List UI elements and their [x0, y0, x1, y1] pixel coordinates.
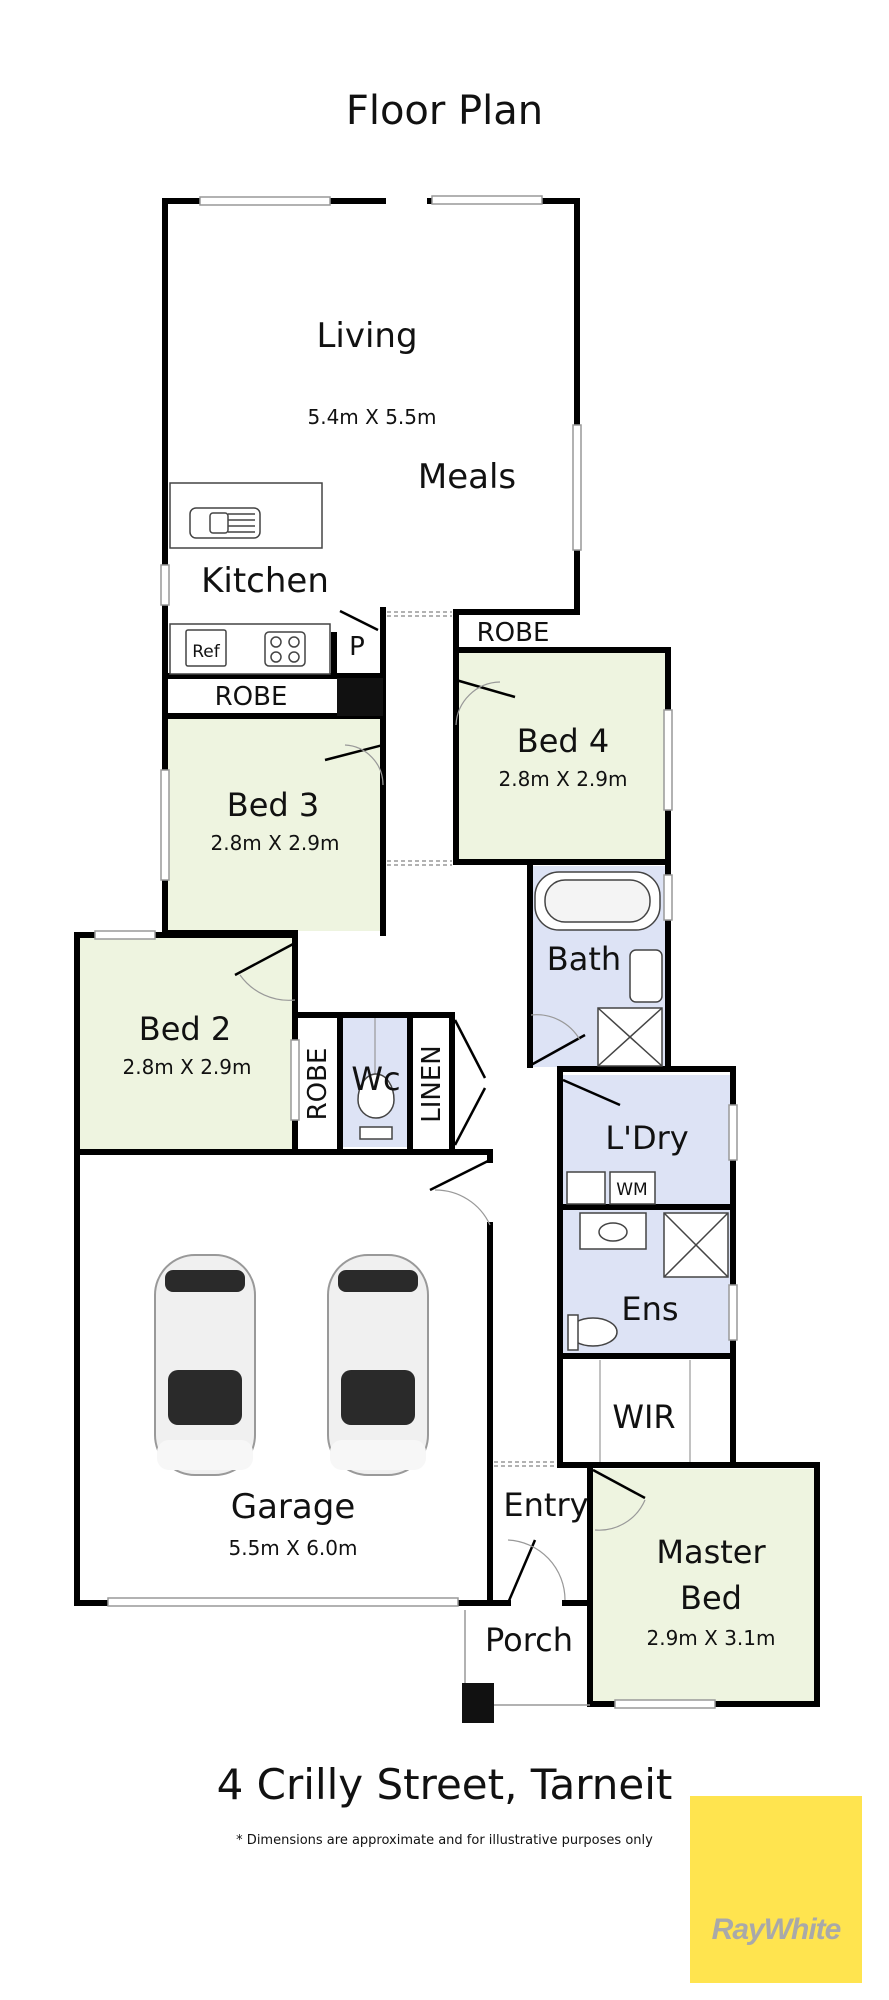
wir-label: WIR	[612, 1398, 675, 1436]
car-icon-left	[154, 1254, 256, 1476]
wm-label: WM	[616, 1180, 647, 1200]
entry-label: Entry	[503, 1486, 588, 1524]
bath-label: Bath	[547, 940, 621, 978]
laundry-sink-icon	[566, 1171, 606, 1205]
porch-post	[462, 1683, 494, 1723]
master-label-line2: Bed	[680, 1579, 742, 1617]
windows	[94, 195, 738, 1709]
bed2-dims: 2.8m X 2.9m	[123, 1055, 252, 1079]
kitchen-label: Kitchen	[201, 561, 329, 601]
porch-label: Porch	[485, 1621, 573, 1659]
bed4-fill	[456, 652, 666, 862]
disclaimer-note: * Dimensions are approximate and for ill…	[236, 1833, 653, 1848]
bed2-label: Bed 2	[139, 1010, 231, 1048]
bed3-label: Bed 3	[227, 786, 319, 824]
master-fill	[590, 1469, 816, 1702]
bed3-dims: 2.8m X 2.9m	[211, 831, 340, 855]
openings	[387, 611, 556, 1467]
ensuite-label: Ens	[621, 1290, 678, 1328]
logo-text: RayWhite	[711, 1913, 842, 1946]
laundry-label: L'Dry	[605, 1119, 688, 1157]
toilet-icon	[357, 1073, 395, 1119]
ref-label: Ref	[192, 642, 221, 662]
car-icon-right	[327, 1254, 429, 1476]
garage-label: Garage	[231, 1487, 356, 1527]
cooktop-icon	[264, 631, 306, 667]
living-label: Living	[316, 316, 417, 356]
bed4-dims: 2.8m X 2.9m	[499, 767, 628, 791]
basin-icon	[629, 949, 663, 1003]
meals-label: Meals	[418, 457, 516, 497]
robe-bed2-label: ROBE	[303, 1048, 333, 1121]
bath-fixtures	[357, 871, 729, 1351]
linen-label: LINEN	[417, 1045, 447, 1122]
garage-dims: 5.5m X 6.0m	[229, 1536, 358, 1560]
bed3-fill	[167, 718, 383, 931]
living-dims: 5.4m X 5.5m	[308, 405, 437, 429]
bed2-fill	[79, 937, 295, 1152]
property-address: 4 Crilly Street, Tarneit	[216, 1760, 673, 1809]
pantry-label: P	[349, 632, 365, 662]
bed4-label: Bed 4	[517, 722, 609, 760]
wc-label: Wc	[351, 1060, 400, 1098]
master-label-line1: Master	[656, 1533, 766, 1571]
kitchen-fixtures	[169, 482, 331, 675]
doors	[234, 609, 646, 1604]
fridge-block	[337, 678, 383, 716]
master-dims: 2.9m X 3.1m	[647, 1626, 776, 1650]
robe-bed3-label: ROBE	[215, 682, 288, 712]
page-title: Floor Plan	[345, 88, 544, 134]
wir-fixtures	[599, 1360, 691, 1462]
raywhite-logo: RayWhite	[690, 1796, 862, 1983]
robe-bed4-label: ROBE	[477, 618, 550, 648]
